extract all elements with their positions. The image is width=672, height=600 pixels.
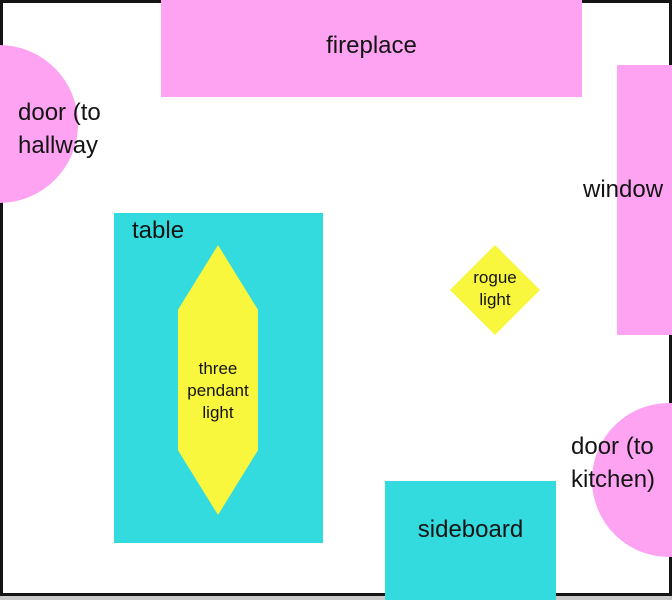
sideboard-shape (385, 481, 556, 600)
window-label: window (583, 176, 664, 203)
hallway-door-label: door (to hallway (18, 99, 101, 159)
fireplace-shape: fireplace (161, 0, 582, 97)
rogue-light-label: rogue light (473, 268, 517, 309)
table-label: table (132, 217, 185, 244)
pendant-light-shape (178, 245, 258, 515)
pendant-light-label: three pendant light (187, 359, 249, 422)
fireplace-label: fireplace (326, 32, 417, 59)
window-shape (617, 65, 672, 335)
sideboard-label: sideboard (417, 516, 524, 543)
kitchen-door-label: door (to kitchen) (571, 433, 656, 493)
